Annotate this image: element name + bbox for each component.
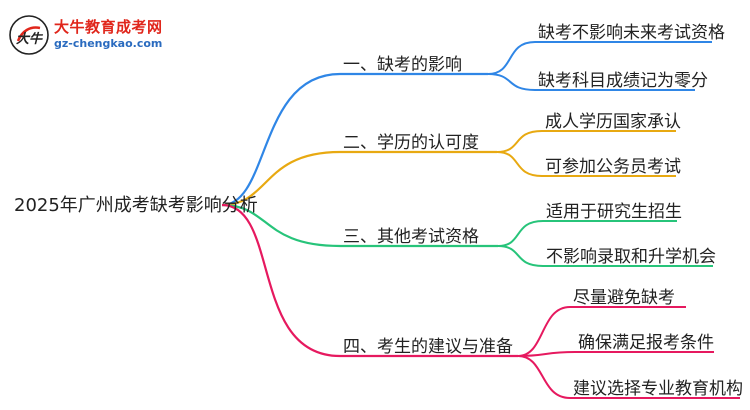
leaf-2-2: 可参加公务员考试 <box>545 157 681 177</box>
branch-4-label: 四、考生的建议与准备 <box>343 337 513 357</box>
connector-leaf-4-2 <box>517 351 714 357</box>
leaf-4-2: 确保满足报考条件 <box>578 333 714 353</box>
connector-leaf-2-2 <box>496 151 676 177</box>
logo-url: gz-chengkao.com <box>54 37 163 50</box>
leaf-4-3: 建议选择专业教育机构 <box>573 379 743 399</box>
connector-branch-3 <box>221 203 498 248</box>
connector-leaf-1-1 <box>487 41 712 75</box>
logo-mark-icon: 大牛 <box>9 15 49 55</box>
branch-2-label: 二、学历的认可度 <box>343 133 479 153</box>
leaf-3-2: 不影响录取和升学机会 <box>546 247 716 267</box>
connector-branch-4 <box>221 203 518 358</box>
leaf-2-1: 成人学历国家承认 <box>545 112 681 132</box>
logo-title: 大牛教育成考网 <box>54 18 163 36</box>
leaf-4-1: 尽量避免缺考 <box>573 288 675 308</box>
leaf-3-1: 适用于研究生招生 <box>546 202 682 222</box>
connector-leaf-4-3 <box>517 355 740 399</box>
site-logo[interactable]: 大牛 大牛教育成考网 gz-chengkao.com <box>8 14 168 56</box>
branch-1-label: 一、缺考的影响 <box>343 55 462 75</box>
connector-leaf-3-2 <box>497 245 713 267</box>
connector-leaf-1-2 <box>487 73 695 91</box>
connector-leaf-2-1 <box>496 130 676 153</box>
branch-3-label: 三、其他考试资格 <box>343 227 479 247</box>
connector-leaf-4-1 <box>517 306 686 357</box>
svg-text:大牛: 大牛 <box>16 31 44 47</box>
root-node: 2025年广州成考缺考影响分析 <box>14 195 258 216</box>
leaf-1-2: 缺考科目成绩记为零分 <box>538 71 708 91</box>
leaf-1-1: 缺考不影响未来考试资格 <box>538 23 725 43</box>
connector-branch-1 <box>221 72 488 207</box>
connector-leaf-3-1 <box>497 220 677 247</box>
connector-branch-2 <box>221 150 497 207</box>
